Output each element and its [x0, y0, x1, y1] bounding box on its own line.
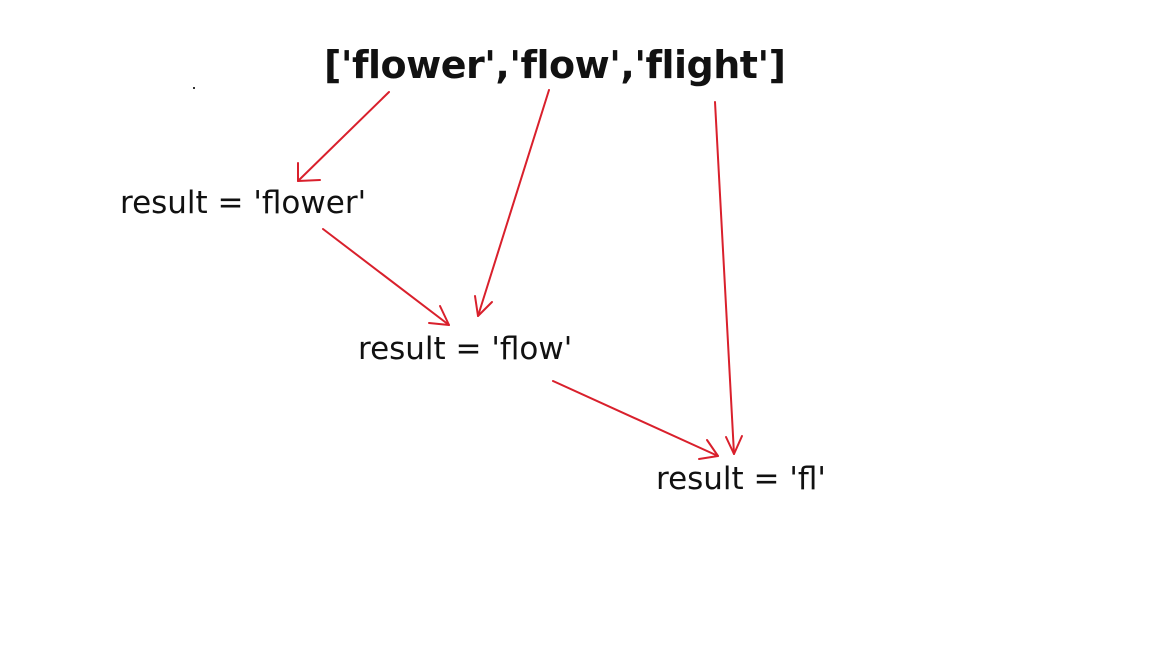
- arrow-flight-to-result-3: [714, 101, 743, 455]
- result-step-2-label: result = 'flow': [358, 331, 573, 367]
- result-step-1-label: result = 'flower': [120, 185, 367, 221]
- arrow-flower-to-result-1: [297, 91, 390, 182]
- arrow-result-2-to-result-3: [552, 380, 719, 460]
- arrow-result-1-to-result-2: [322, 228, 450, 326]
- result-step-3-label: result = 'fl': [656, 461, 826, 497]
- stray-dot: [193, 87, 195, 89]
- input-array-label: ['flower','flow','flight']: [324, 43, 786, 87]
- arrow-flow-to-result-2: [474, 89, 550, 317]
